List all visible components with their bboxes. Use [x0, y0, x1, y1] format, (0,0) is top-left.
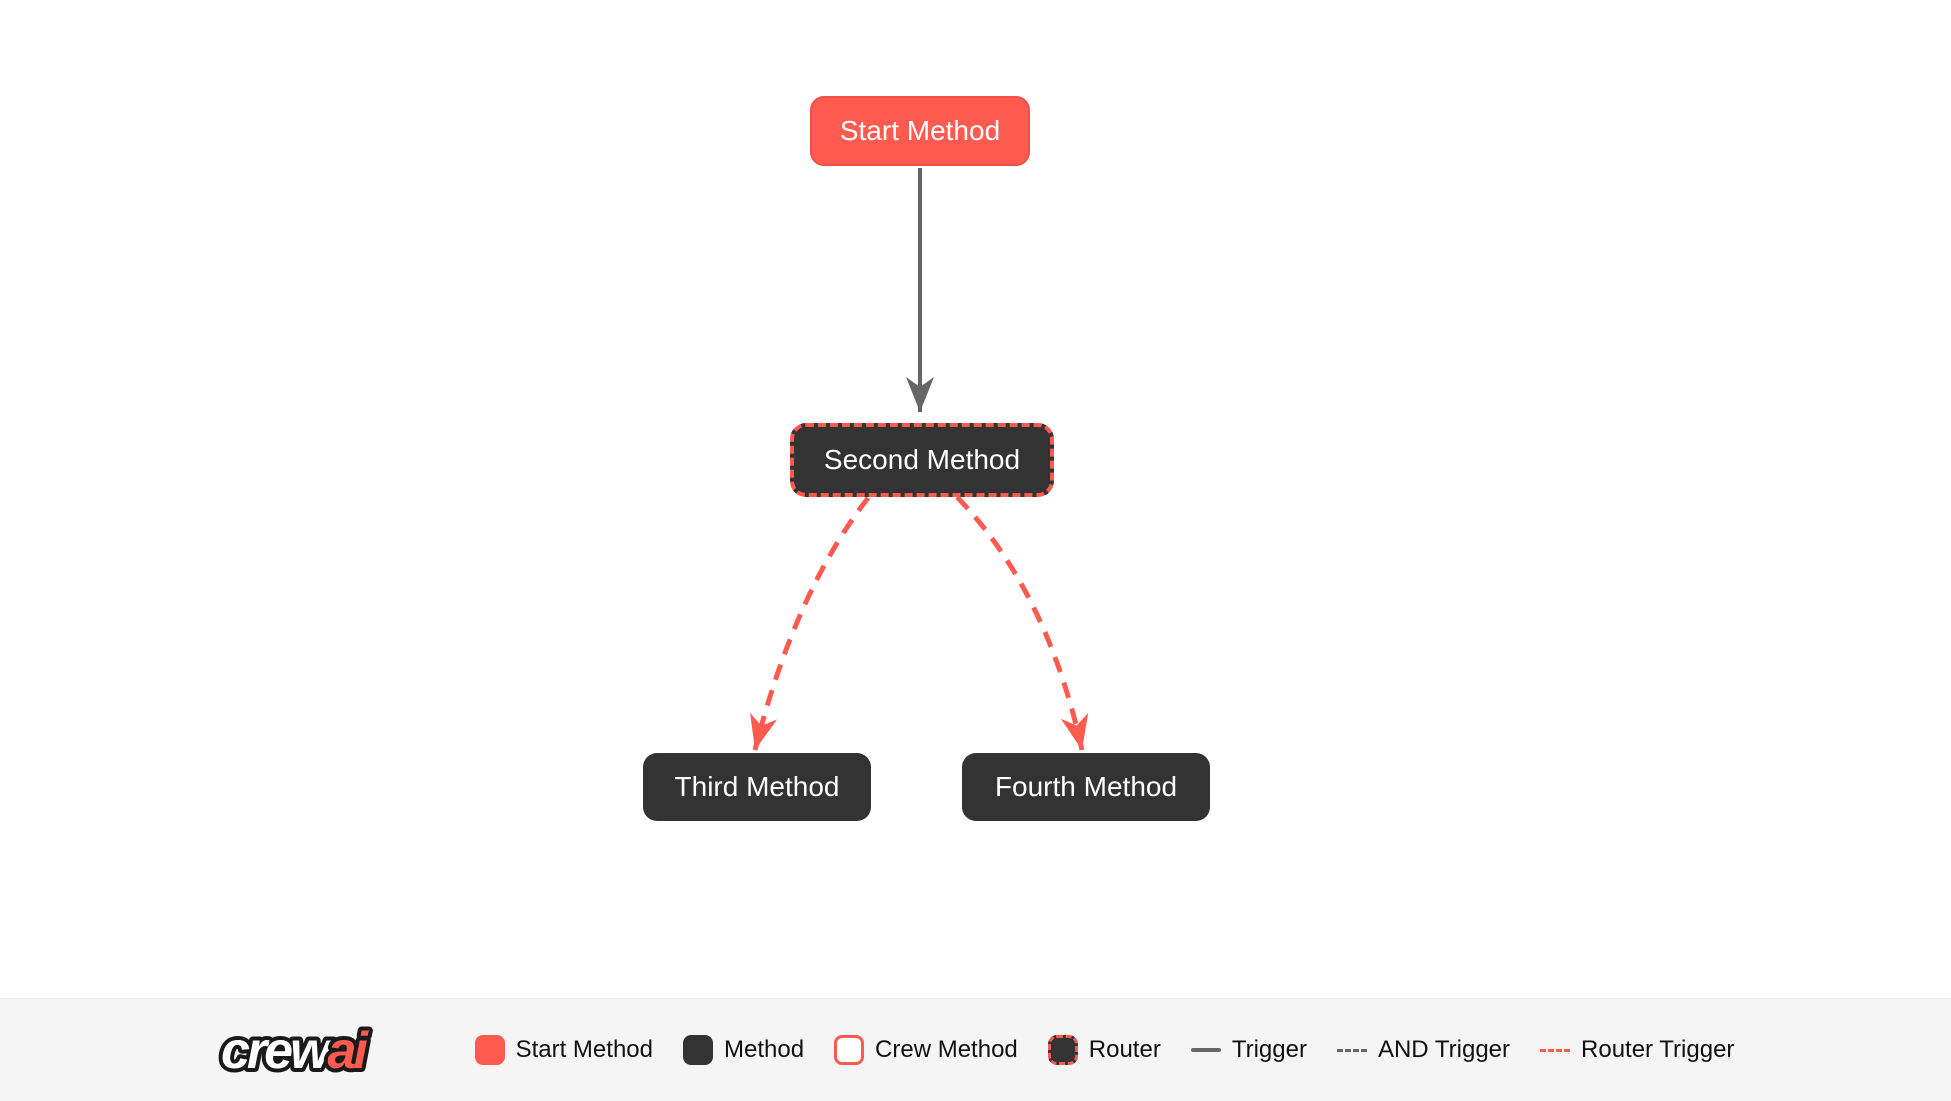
legend-label-router-trigger: Router Trigger — [1581, 1036, 1735, 1063]
trigger-line-icon — [1190, 1048, 1221, 1052]
router-trigger-edge-second-to-fourth — [955, 495, 1089, 751]
legend-item-start-method: Start Method — [474, 1035, 653, 1065]
legend-item-trigger: Trigger — [1190, 1036, 1307, 1064]
legend-label-trigger: Trigger — [1231, 1036, 1307, 1063]
node-second-method-router[interactable]: Second Method — [790, 423, 1054, 497]
legend-bar: crewai Start Method Method Crew Method R… — [0, 998, 1951, 1101]
start-method-swatch-icon — [474, 1035, 505, 1065]
legend-item-router-trigger: Router Trigger — [1540, 1036, 1734, 1064]
legend-label-start-method: Start Method — [515, 1036, 653, 1063]
legend-item-and-trigger: AND Trigger — [1336, 1036, 1511, 1064]
flow-canvas[interactable]: Start Method Second Method Third Method … — [0, 0, 1951, 998]
crewai-logo-crew: crew — [221, 1022, 334, 1080]
router-trigger-line-icon — [1540, 1048, 1571, 1052]
legend-item-method: Method — [682, 1035, 805, 1065]
crewai-logo-ai: ai — [327, 1022, 369, 1080]
legend-label-and-trigger: AND Trigger — [1377, 1036, 1511, 1063]
legend-label-crew-method: Crew Method — [875, 1036, 1018, 1063]
node-third-method[interactable]: Third Method — [643, 753, 871, 821]
node-fourth-method[interactable]: Fourth Method — [962, 753, 1210, 821]
crew-method-swatch-icon — [834, 1035, 865, 1065]
node-fourth-method-label: Fourth Method — [994, 771, 1178, 802]
router-trigger-edge-second-to-third — [750, 496, 870, 751]
node-third-method-label: Third Method — [674, 771, 840, 802]
legend-item-crew-method: Crew Method — [834, 1035, 1018, 1065]
legend-item-router: Router — [1047, 1035, 1161, 1065]
crewai-logo: crewai — [217, 1018, 376, 1084]
node-start-method-label: Start Method — [839, 115, 1001, 146]
svg-text:crewai: crewai — [221, 1022, 369, 1080]
method-swatch-icon — [682, 1035, 713, 1065]
legend-label-method: Method — [723, 1036, 805, 1063]
legend-label-router: Router — [1088, 1036, 1161, 1063]
and-trigger-line-icon — [1336, 1048, 1367, 1052]
node-second-method-label: Second Method — [823, 444, 1021, 475]
node-start-method[interactable]: Start Method — [810, 96, 1030, 166]
router-swatch-icon — [1047, 1035, 1078, 1065]
